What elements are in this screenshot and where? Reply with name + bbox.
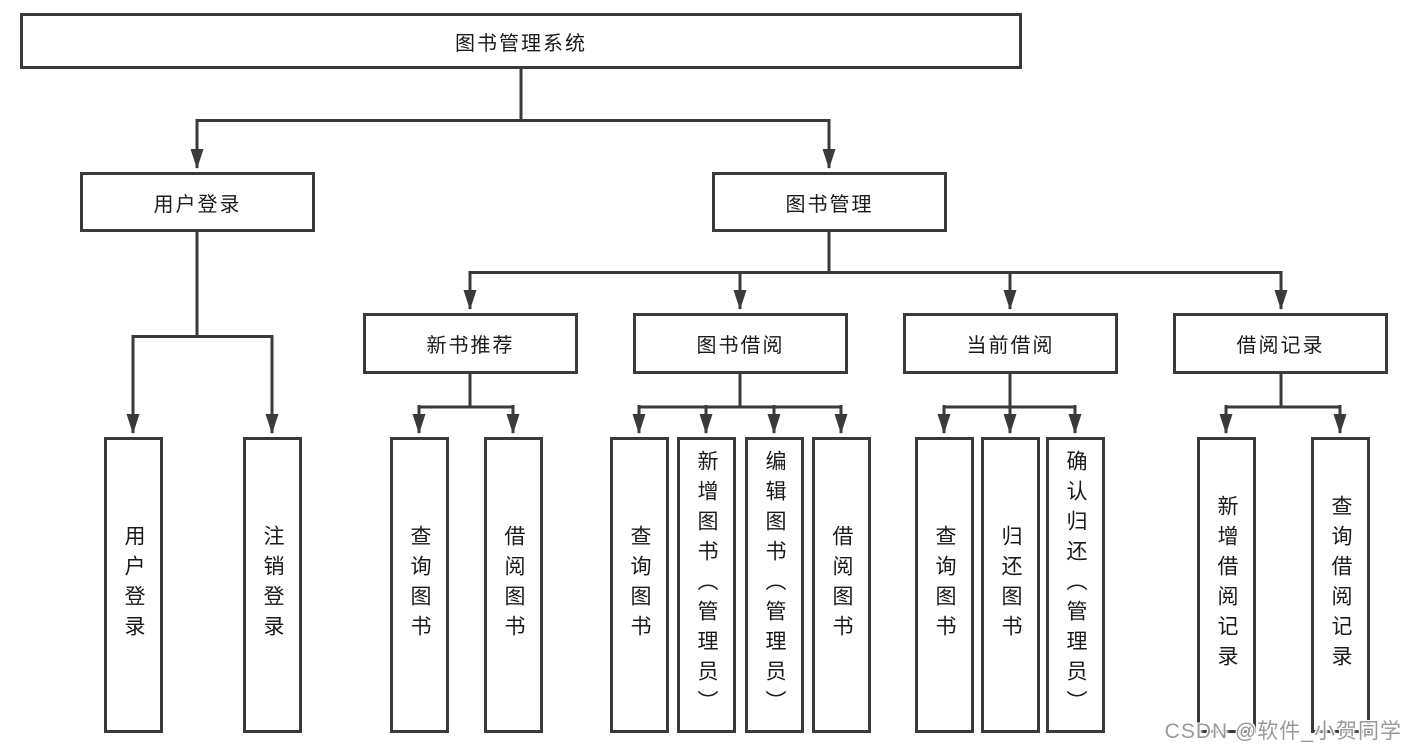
node-user-login: 用户登录 bbox=[80, 172, 315, 232]
leaf-borrow-books-recommend: 借阅图书 bbox=[484, 437, 543, 733]
node-current-borrowing: 当前借阅 bbox=[903, 313, 1118, 374]
node-book-borrowing: 图书借阅 bbox=[633, 313, 848, 374]
leaf-add-borrow-record: 新增借阅记录 bbox=[1197, 437, 1256, 733]
watermark: CSDN @软件_小贺同学 bbox=[1164, 720, 1402, 743]
leaf-edit-books-admin: 编辑图书（管理员） bbox=[745, 437, 804, 733]
leaf-query-books-recommend: 查询图书 bbox=[390, 437, 449, 733]
leaf-query-books-borrow: 查询图书 bbox=[610, 437, 669, 733]
leaf-query-books-current: 查询图书 bbox=[915, 437, 974, 733]
leaf-logout-login: 注销登录 bbox=[243, 437, 302, 733]
leaf-confirm-return-admin: 确认归还（管理员） bbox=[1046, 437, 1105, 733]
node-library-management-system: 图书管理系统 bbox=[20, 13, 1022, 69]
leaf-borrow-books: 借阅图书 bbox=[812, 437, 871, 733]
leaf-return-books: 归还图书 bbox=[981, 437, 1040, 733]
leaf-query-borrow-record: 查询借阅记录 bbox=[1311, 437, 1370, 733]
node-borrowing-records: 借阅记录 bbox=[1173, 313, 1388, 374]
node-new-book-recommendation: 新书推荐 bbox=[363, 313, 578, 374]
node-book-management: 图书管理 bbox=[712, 172, 947, 232]
leaf-user-login: 用户登录 bbox=[104, 437, 163, 733]
leaf-add-books-admin: 新增图书（管理员） bbox=[677, 437, 736, 733]
